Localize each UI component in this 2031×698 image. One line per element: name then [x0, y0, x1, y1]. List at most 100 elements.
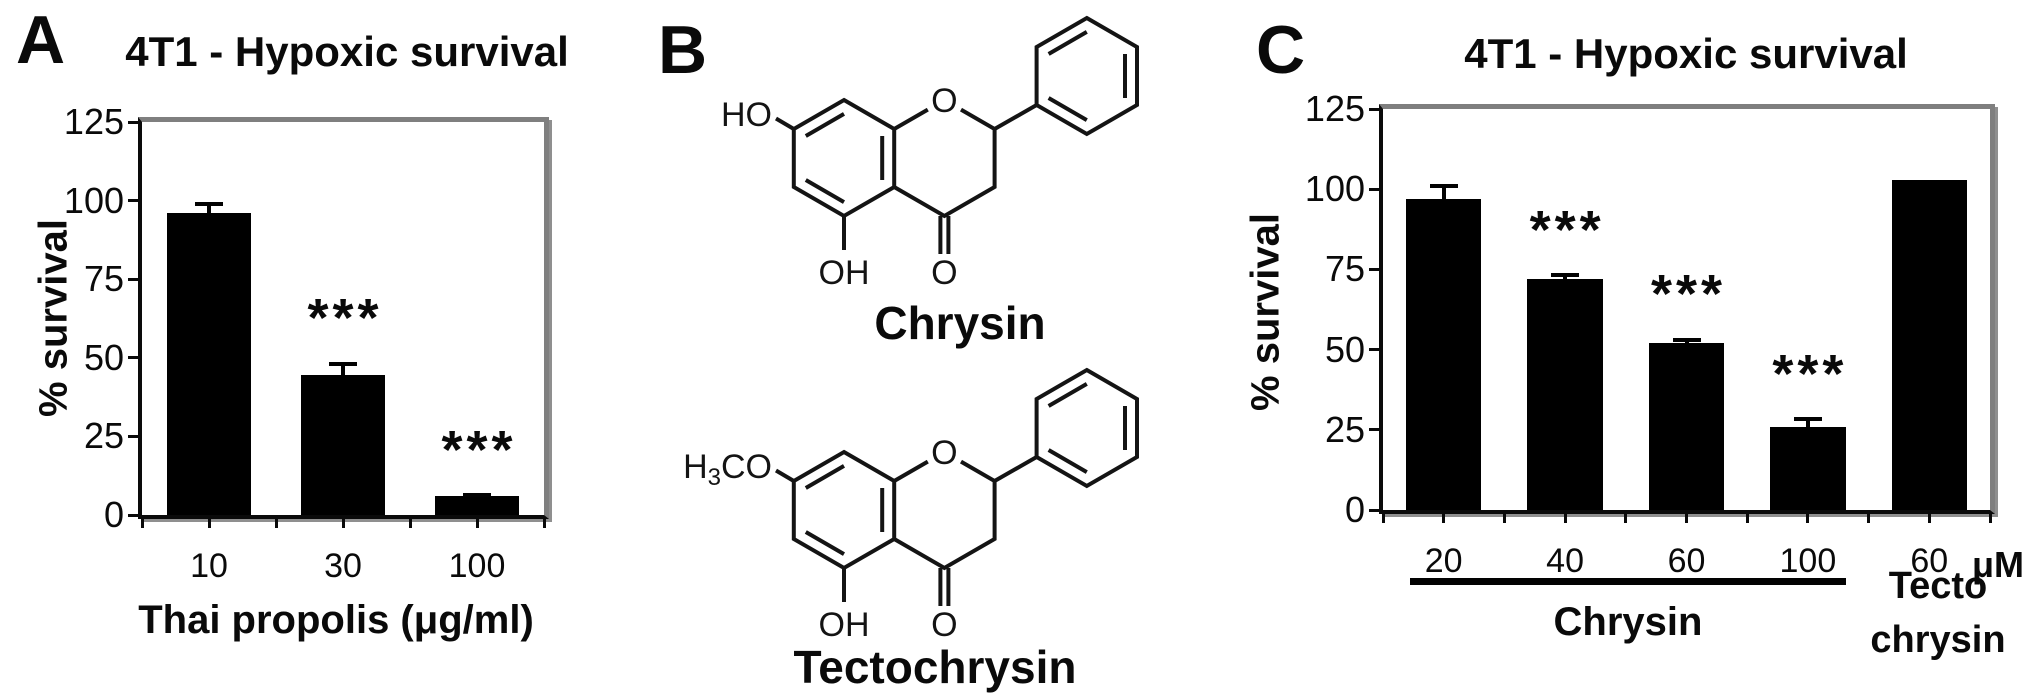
x-category-label: 20 — [1424, 542, 1463, 580]
error-bar-cap — [195, 202, 223, 207]
error-bar-line — [1441, 184, 1446, 199]
bar-10 — [167, 213, 251, 515]
y-tick-label: 75 — [83, 258, 124, 300]
tectochrysin-structure: H3CO O OH O — [683, 367, 1139, 642]
significance-stars: *** — [1772, 343, 1848, 404]
y-tick-mark — [128, 356, 138, 360]
error-bar-cap — [329, 361, 357, 366]
carbonyl-double-bond — [938, 216, 951, 254]
y-tick-mark — [128, 199, 138, 203]
y-tick-label: 50 — [1324, 328, 1365, 370]
x-tick-mark — [1685, 514, 1688, 523]
bar-100 — [435, 496, 519, 515]
error-bar-line — [207, 202, 211, 214]
x-tick-mark — [1624, 514, 1628, 523]
hydroxy-bottom-label: OH — [819, 254, 870, 290]
y-tick-label: 50 — [83, 336, 124, 378]
error-bar-line — [1805, 416, 1810, 427]
x-tick-mark — [1745, 514, 1749, 523]
methoxy-h: H — [683, 448, 708, 486]
x-category-label: 100 — [1779, 542, 1837, 580]
panel-c-y-axis-label: % survival — [1243, 213, 1288, 411]
ketone-oxygen-label: O — [931, 254, 957, 290]
phenyl-ring-bonds — [1034, 15, 1139, 137]
x-tick-mark — [408, 519, 412, 528]
x-category-label: 60 — [1667, 542, 1706, 580]
hydroxy-top-label: HO — [721, 96, 772, 134]
ring-oxygen-label: O — [931, 82, 957, 120]
y-tick-mark — [128, 277, 138, 281]
x-tick-mark — [207, 519, 211, 528]
x-tick-mark — [341, 519, 345, 528]
bar-100 — [1770, 426, 1846, 510]
x-tick-mark — [542, 519, 546, 528]
y-tick-label: 125 — [1304, 88, 1365, 129]
y-tick-label: 0 — [103, 494, 124, 535]
x-tick-mark — [1927, 514, 1931, 523]
hydroxy-bottom-label: OH — [819, 606, 870, 642]
x-tick-mark — [1867, 514, 1871, 523]
y-tick-label: 125 — [63, 101, 124, 142]
ring-a-double-bond-lines — [804, 464, 885, 556]
panel-a-title: 4T1 - Hypoxic survival — [125, 28, 569, 75]
significance-stars: *** — [1529, 199, 1605, 260]
x-tick-mark — [1806, 514, 1810, 523]
x-tick-mark — [1442, 514, 1446, 523]
error-bar-line — [341, 361, 345, 376]
significance-stars: *** — [1650, 264, 1727, 325]
ring-oxygen-label: O — [931, 434, 957, 472]
y-tick-mark — [128, 513, 138, 517]
benzene-ring-a-bonds — [791, 449, 897, 571]
phenyl-attachment-bond — [993, 103, 1038, 131]
bar-30 — [301, 375, 385, 515]
x-tick-mark — [1381, 514, 1385, 523]
panel-c-title: 4T1 - Hypoxic survival — [1464, 30, 1908, 77]
phenyl-attachment-bond — [993, 455, 1038, 483]
bar-20 — [1406, 198, 1482, 510]
tectochrysin-bar-label-line2: chrysin — [1870, 618, 2006, 661]
x-tick-mark — [1502, 514, 1506, 523]
hydroxy-top-bond — [774, 116, 795, 131]
chrysin-structure: HO O OH O — [721, 15, 1139, 290]
y-tick-label: 100 — [1304, 168, 1365, 210]
y-tick-label: 100 — [63, 179, 124, 221]
panel-b-letter: B — [658, 12, 708, 88]
y-tick-mark — [128, 120, 138, 124]
x-category-label: 100 — [448, 547, 506, 585]
error-bar-cap — [1551, 273, 1580, 278]
panel-c-letter: C — [1256, 12, 1306, 88]
y-tick-mark — [1369, 508, 1379, 512]
error-bar-cap — [1672, 337, 1701, 342]
x-category-label: 10 — [190, 547, 228, 585]
error-bar-cap — [1793, 416, 1822, 421]
chrysin-group-underline — [1410, 578, 1846, 585]
phenyl-double-bond-lines — [1047, 382, 1127, 474]
y-tick-label: 0 — [1344, 489, 1365, 530]
panel-a-y-axis-label: % survival — [31, 219, 76, 417]
x-tick-mark — [1563, 514, 1567, 523]
y-tick-mark — [1369, 267, 1379, 271]
y-tick-label: 75 — [1324, 248, 1365, 290]
methoxy-label: H3CO — [683, 448, 772, 491]
panel-a-letter: A — [16, 2, 66, 78]
y-tick-mark — [1369, 107, 1379, 111]
phenyl-double-bond-lines — [1047, 30, 1127, 122]
y-tick-mark — [1369, 187, 1379, 191]
tectochrysin-bar-label-line1: Tecto — [1888, 565, 1988, 607]
y-tick-mark — [1369, 428, 1379, 432]
tectochrysin-bar-label: Tecto chrysin — [1848, 560, 2028, 668]
x-category-label: 30 — [324, 547, 362, 585]
tectochrysin-name: Tectochrysin — [793, 641, 1077, 693]
pyranone-ring-bonds — [893, 107, 997, 219]
panel-c-unit-label: μM — [1972, 544, 2025, 585]
significance-stars: *** — [307, 288, 383, 349]
pyranone-ring-bonds — [893, 459, 997, 571]
x-tick-mark — [1988, 514, 1992, 523]
phenyl-ring-bonds — [1034, 367, 1139, 489]
y-tick-mark — [1369, 348, 1379, 352]
methoxy-bond — [774, 468, 795, 483]
